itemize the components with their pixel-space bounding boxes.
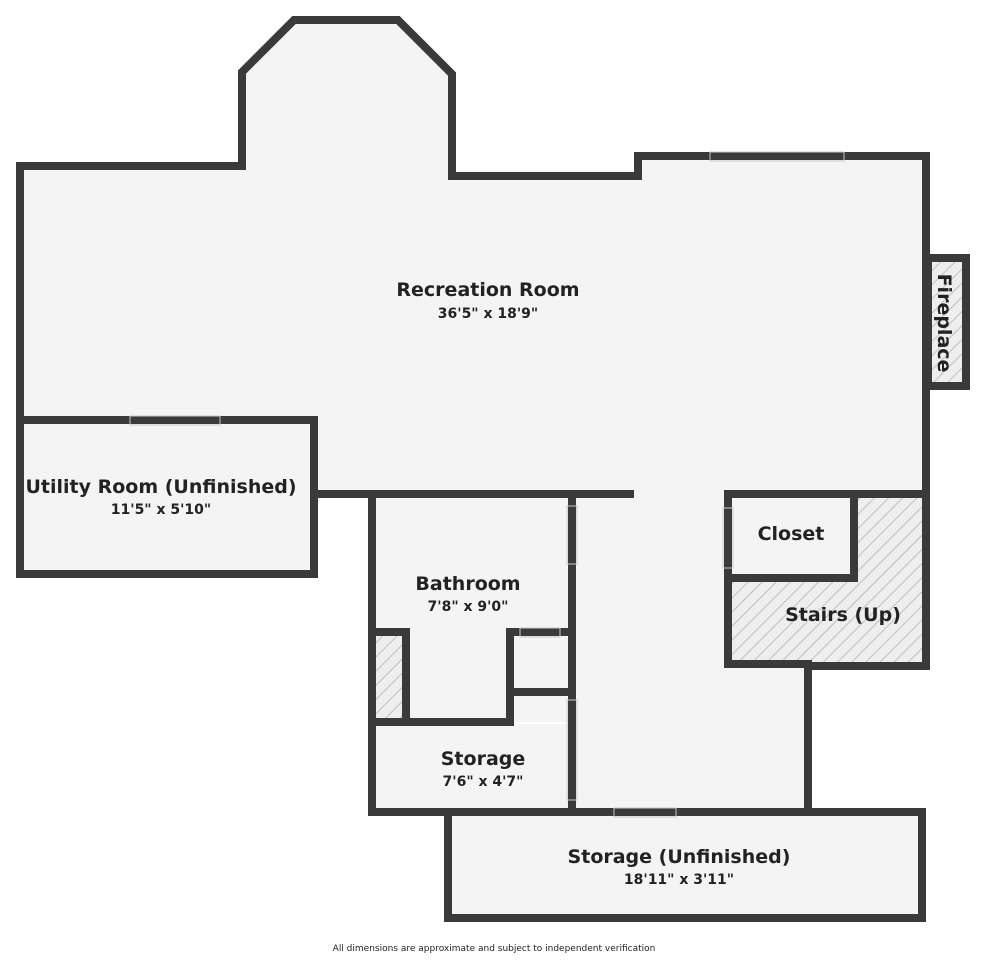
- door-gap-closet: [722, 507, 734, 569]
- utility-room-dims: 11'5" x 5'10": [111, 502, 211, 518]
- stairs-name: Stairs (Up): [785, 604, 901, 626]
- door-gap-bathroom: [566, 505, 578, 565]
- window-storage-unfinished: [613, 807, 677, 818]
- bathroom-storage-outer-wall: [368, 490, 452, 816]
- disclaimer: All dimensions are approximate and subje…: [332, 944, 656, 954]
- bathroom-shaft-wall: [370, 628, 410, 726]
- bathroom-nook-wall: [506, 628, 576, 696]
- storage-unfinished-floor: [448, 814, 920, 918]
- storage-floor: [374, 724, 570, 812]
- recreation-room-dims: 36'5" x 18'9": [438, 306, 538, 322]
- recreation-room-name: Recreation Room: [396, 279, 579, 301]
- bathroom-name: Bathroom: [415, 573, 520, 595]
- storage-unfinished-name: Storage (Unfinished): [568, 846, 791, 868]
- fireplace-hatch: [928, 260, 964, 384]
- window-utility: [129, 415, 221, 426]
- utility-room-name: Utility Room (Unfinished): [25, 476, 296, 498]
- fireplace-name: Fireplace: [933, 274, 955, 373]
- closet-wall: [724, 490, 812, 668]
- bathroom-dims: 7'8" x 9'0": [428, 599, 509, 615]
- bathroom-shaft-hatch: [376, 632, 406, 722]
- fireplace-wall: [924, 254, 970, 390]
- closet-inner-wall: [724, 490, 858, 582]
- window-top-right: [709, 151, 845, 162]
- window-bathroom-nook: [519, 627, 561, 638]
- windows: [129, 151, 845, 818]
- closet-floor: [730, 494, 852, 576]
- bathroom-bottom-wall: [368, 688, 576, 726]
- storage-unfinished-wall: [444, 808, 926, 922]
- walls: [16, 16, 970, 922]
- storage-dims: 7'6" x 4'7": [443, 774, 524, 790]
- outer-wall: [16, 16, 930, 814]
- utility-room-floor: [24, 420, 314, 572]
- door-gap-storage: [566, 699, 578, 801]
- closet-name: Closet: [758, 523, 825, 545]
- storage-name: Storage: [441, 748, 526, 770]
- recreation-room-floor: [24, 22, 924, 812]
- storage-unfinished-dims: 18'11" x 3'11": [624, 872, 734, 888]
